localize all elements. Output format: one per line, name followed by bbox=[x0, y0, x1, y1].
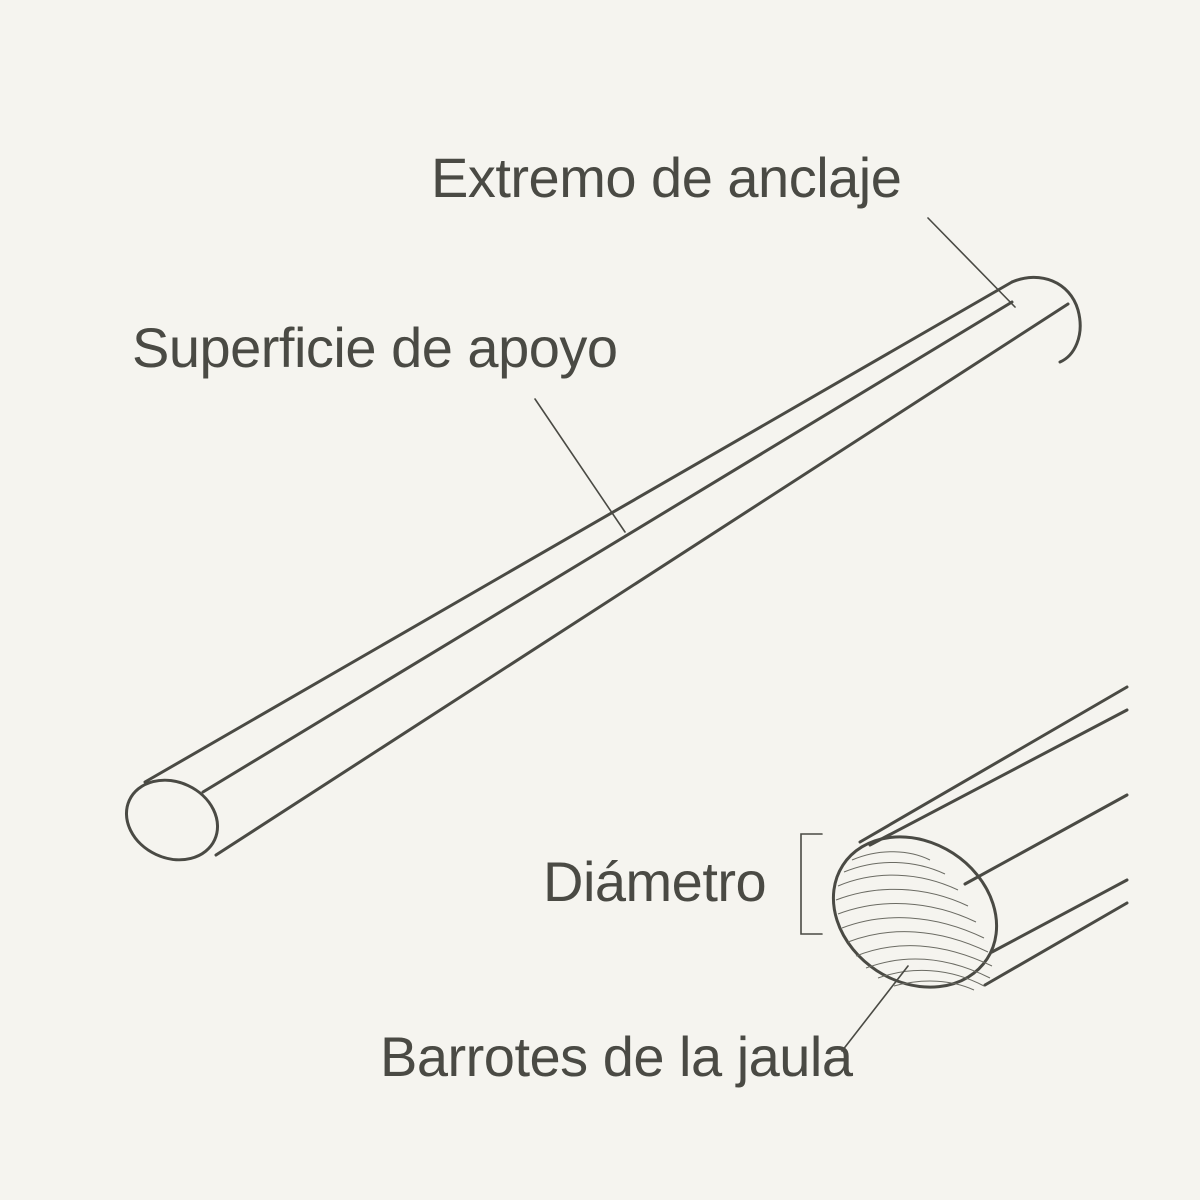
label-anchor-end: Extremo de anclaje bbox=[431, 146, 901, 209]
short-rod-upper-rim bbox=[868, 708, 1129, 847]
rod-highlight-line bbox=[201, 300, 1014, 794]
label-cage-bars: Barrotes de la jaula bbox=[380, 1025, 854, 1088]
short-rod bbox=[831, 685, 1129, 991]
cross-section-face bbox=[831, 835, 999, 989]
leader-cage-bars bbox=[841, 965, 909, 1052]
leader-bearing-surface bbox=[534, 398, 626, 533]
short-rod-highlight bbox=[963, 793, 1129, 886]
rod-bottom-edge bbox=[214, 302, 1070, 857]
short-rod-inner-edge bbox=[990, 878, 1129, 954]
rod-top-edge bbox=[143, 280, 1014, 784]
diameter-bracket bbox=[800, 833, 823, 935]
leader-anchor-end bbox=[927, 217, 1016, 308]
short-rod-top-edge bbox=[858, 685, 1129, 844]
rod-far-end-cap bbox=[1010, 275, 1082, 364]
wood-grain-pattern bbox=[835, 851, 993, 991]
long-rod bbox=[124, 275, 1082, 862]
label-diameter: Diámetro bbox=[543, 850, 766, 913]
short-rod-bottom-edge bbox=[983, 901, 1129, 987]
rod-near-end-cap bbox=[124, 778, 220, 862]
label-bearing-surface: Superficie de apoyo bbox=[132, 316, 618, 379]
